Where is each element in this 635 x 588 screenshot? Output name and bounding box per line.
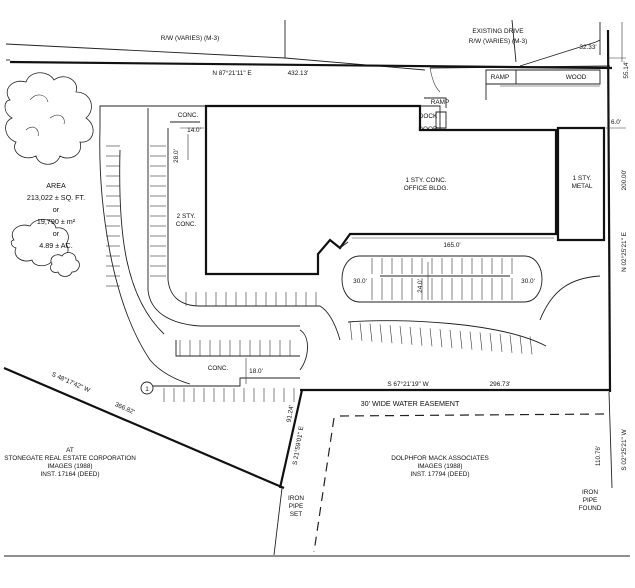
door-label: DOOR bbox=[418, 126, 438, 133]
area-label-4: 19,790 ± m² bbox=[37, 217, 76, 226]
bearing-se: S 02°25'21" W bbox=[620, 428, 628, 470]
marker-number: 1 bbox=[145, 386, 149, 393]
middle-parking-stalls bbox=[185, 258, 533, 355]
dim-3233: 32.33' bbox=[579, 44, 596, 51]
metal-label-2: METAL bbox=[572, 183, 593, 190]
row-label-top: R/W (VARIES) (M-3) bbox=[161, 35, 219, 42]
parking-stall-line bbox=[479, 332, 483, 351]
row-label-right: R/W (VARIES) (M-3) bbox=[469, 38, 527, 45]
parking-stall-line bbox=[469, 331, 473, 350]
parking-stall-line bbox=[509, 334, 513, 353]
trees bbox=[4, 72, 94, 277]
iron-found-label-1: IRON bbox=[582, 489, 598, 496]
bearing-east: N 02°25'21" E bbox=[620, 232, 628, 272]
ne-structure bbox=[429, 67, 601, 100]
dim-140: 14.0' bbox=[187, 127, 201, 134]
conc-bottom-label: CONC. bbox=[208, 365, 229, 372]
dim-5514: 55.14' bbox=[623, 61, 630, 78]
dolph-label-3: INST. 17794 (DEED) bbox=[411, 471, 470, 478]
dim-300-right: 30.0' bbox=[521, 278, 535, 285]
existing-drive-label: EXISTING DRIVE bbox=[472, 28, 523, 35]
dolph-label-1: DOLPHFOR MACK ASSOCIATES bbox=[391, 455, 489, 462]
dim-300-left: 30.0' bbox=[353, 278, 367, 285]
dim-1650: 165.0' bbox=[443, 242, 460, 249]
tree-icon-small bbox=[50, 252, 80, 277]
parking-island bbox=[341, 255, 601, 347]
point-marker: 1 bbox=[140, 381, 154, 395]
parking-stall-line bbox=[439, 329, 443, 348]
parking-stall-line bbox=[419, 327, 423, 346]
parking-stall-line bbox=[519, 335, 523, 354]
dimension-lines bbox=[180, 22, 626, 384]
tree-cluster-icon bbox=[4, 72, 94, 165]
bearing-north: N 87°21'11" E bbox=[212, 69, 251, 77]
parking-stall-line bbox=[349, 321, 353, 341]
area-label-5: or bbox=[53, 229, 60, 238]
easement-label: 30' WIDE WATER EASEMENT bbox=[361, 399, 460, 408]
dist-south: 296.73' bbox=[490, 381, 511, 388]
stonegate-label-3: IMAGES (1988) bbox=[47, 463, 92, 470]
bottom-parking-stalls bbox=[163, 340, 295, 402]
parking-stall-line bbox=[359, 322, 363, 341]
dist-9124: 91.24' bbox=[286, 405, 296, 423]
parking-stall-line bbox=[369, 323, 373, 342]
parking-stall-line bbox=[489, 333, 493, 352]
parking-stall-line bbox=[409, 326, 413, 345]
iron-set-label-1: IRON bbox=[288, 495, 304, 502]
water-easement bbox=[313, 413, 607, 553]
parking-stall-line bbox=[379, 324, 383, 343]
west-drive bbox=[99, 105, 341, 387]
wood-label: WOOD bbox=[566, 74, 587, 81]
area-label-3: or bbox=[53, 205, 60, 214]
main-building bbox=[204, 97, 558, 276]
two-sty-label-2: CONC. bbox=[176, 221, 197, 228]
iron-found-label-2: PIPE bbox=[583, 497, 598, 504]
dim-180: 18.0' bbox=[249, 368, 263, 375]
dist-north: 432.13' bbox=[288, 70, 309, 77]
stonegate-label-1: AT bbox=[66, 447, 74, 454]
dock-label: DOCK bbox=[419, 113, 438, 120]
labels: R/W (VARIES) (M-3) EXISTING DRIVE R/W (V… bbox=[4, 28, 630, 518]
parking-stall-line bbox=[449, 329, 453, 349]
parking-stall-line bbox=[429, 328, 433, 347]
two-sty-label-1: 2 STY. bbox=[177, 213, 196, 220]
dim-240: 24.0' bbox=[417, 279, 424, 293]
building-label-2: OFFICE BLDG. bbox=[404, 185, 449, 192]
iron-found-label-3: FOUND bbox=[579, 505, 602, 512]
area-label-6: 4.89 ± AC. bbox=[39, 241, 73, 250]
property-boundary bbox=[3, 29, 613, 556]
dim-60: 6.0' bbox=[611, 119, 621, 126]
dist-sw: 366.82' bbox=[114, 401, 136, 416]
parking-stall-line bbox=[499, 333, 503, 353]
ramp-dock-label: RAMP bbox=[431, 99, 449, 106]
parking-stall-line bbox=[399, 325, 403, 345]
iron-set-label-3: SET bbox=[290, 511, 303, 518]
stonegate-label-4: INST. 17164 (DEED) bbox=[41, 471, 100, 478]
bearing-south: S 67°21'19" W bbox=[387, 380, 429, 388]
area-label-2: 213,022 ± SQ. FT. bbox=[27, 193, 85, 202]
conc-top-label: CONC. bbox=[178, 112, 199, 119]
ramp-top-label: RAMP bbox=[491, 74, 509, 81]
dim-280: 28.0' bbox=[173, 149, 180, 163]
stonegate-label-2: STONEGATE REAL ESTATE CORPORATION bbox=[4, 455, 136, 462]
dist-11076: 110.76' bbox=[595, 446, 602, 466]
dim-20000: 200.00' bbox=[621, 170, 628, 191]
parking-stall-line bbox=[459, 330, 463, 349]
area-label-1: AREA bbox=[46, 181, 66, 190]
metal-building bbox=[556, 126, 606, 242]
parking-stall-line bbox=[389, 325, 393, 344]
dolph-label-2: IMAGES (1988) bbox=[417, 463, 462, 470]
building-label-1: 1 STY. CONC. bbox=[405, 177, 446, 184]
metal-label-1: 1 STY. bbox=[573, 175, 592, 182]
west-parking-stalls bbox=[106, 145, 166, 287]
iron-set-label-2: PIPE bbox=[289, 503, 304, 510]
